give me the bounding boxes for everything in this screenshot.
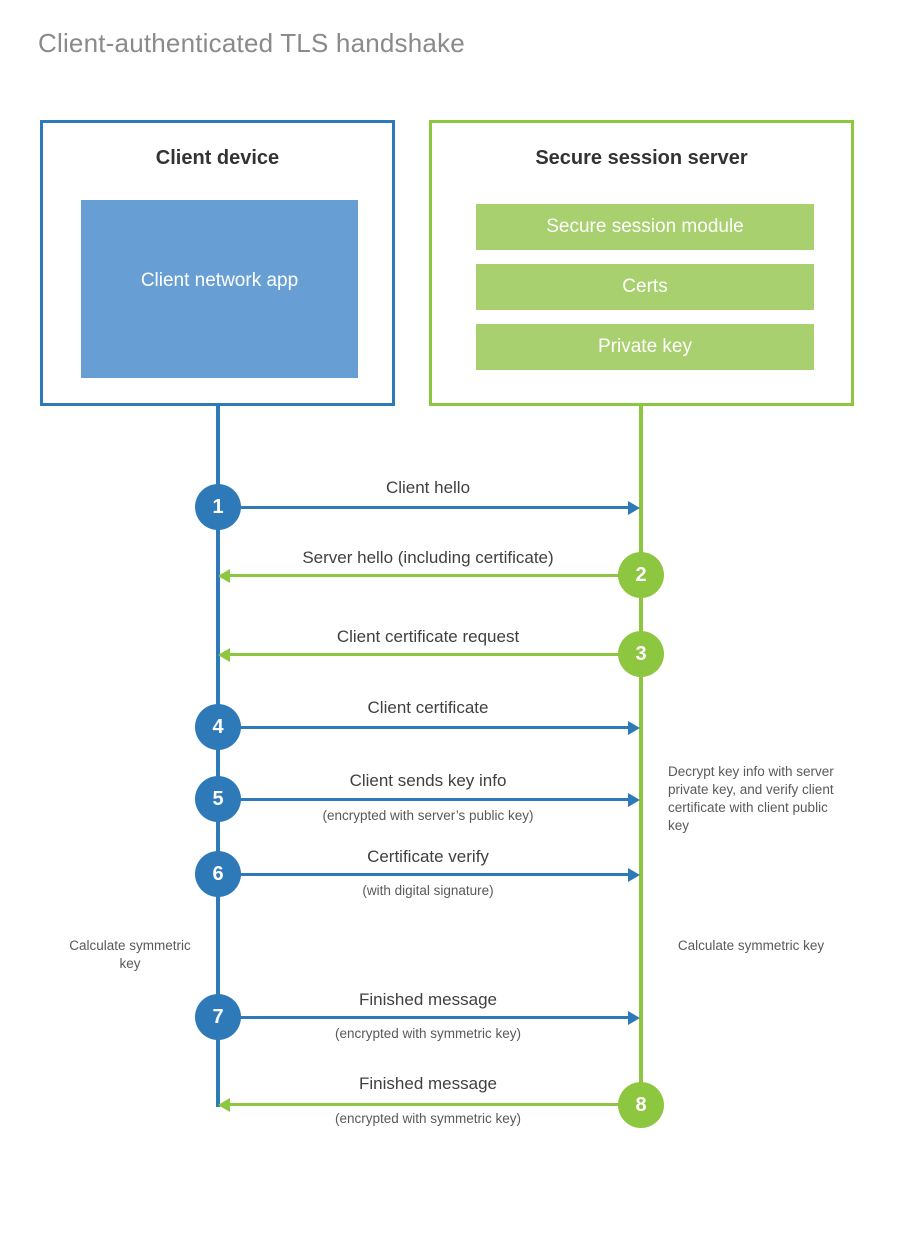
step-marker-7[interactable]: 7 <box>195 994 241 1040</box>
message-arrow-8 <box>218 1097 641 1112</box>
message-label-6: Certificate verify <box>367 847 489 866</box>
step-marker-2[interactable]: 2 <box>618 552 664 598</box>
message-label-7: Finished message <box>359 990 497 1009</box>
message-arrow-2 <box>218 568 641 583</box>
page-title: Client-authenticated TLS handshake <box>38 28 465 58</box>
client-box-title: Client device <box>155 147 280 169</box>
server-component-secure-session-module: Secure session module <box>476 204 814 250</box>
arrowhead-right-icon <box>628 867 640 882</box>
note-server-decrypt-key-info: Decrypt key info with server private key… <box>668 764 834 833</box>
arrowhead-right-icon <box>628 500 640 515</box>
message-arrow-5 <box>218 792 640 807</box>
step-marker-8[interactable]: 8 <box>618 1082 664 1128</box>
arrowhead-right-icon <box>628 792 640 807</box>
step-marker-6[interactable]: 6 <box>195 851 241 897</box>
arrowhead-left-icon <box>218 1097 230 1112</box>
message-label-4: Client certificate <box>367 698 489 717</box>
arrowhead-left-icon <box>218 568 230 583</box>
lifeline-server <box>639 403 643 1107</box>
participant-box-server: Secure session server Secure session mod… <box>429 120 854 406</box>
arrowhead-right-icon <box>628 720 640 735</box>
step-marker-3[interactable]: 3 <box>618 631 664 677</box>
server-component-private-key: Private key <box>476 324 814 370</box>
message-sublabel-6: (with digital signature) <box>362 883 494 898</box>
message-label-3: Client certificate request <box>336 627 520 646</box>
message-label-5: Client sends key info <box>349 771 507 790</box>
client-network-app-block: Client network app <box>81 200 358 378</box>
step-marker-5[interactable]: 5 <box>195 776 241 822</box>
arrowhead-right-icon <box>628 1010 640 1025</box>
note-client-calculate-symmetric-key: Calculate symmetric key <box>69 938 191 971</box>
message-label-2: Server hello (including certificate) <box>302 548 554 567</box>
message-label-8: Finished message <box>359 1074 497 1093</box>
participant-box-client: Client device Client network app <box>40 120 395 406</box>
server-box-title: Secure session server <box>535 147 748 169</box>
server-component-certs: Certs <box>476 264 814 310</box>
message-sublabel-8: (encrypted with symmetric key) <box>334 1111 522 1126</box>
message-arrow-6 <box>218 867 640 882</box>
arrowhead-left-icon <box>218 647 230 662</box>
message-arrow-4 <box>218 720 640 735</box>
message-label-1: Client hello <box>385 478 471 497</box>
message-arrow-7 <box>218 1010 640 1025</box>
message-arrow-1 <box>218 500 640 515</box>
note-server-calculate-symmetric-key: Calculate symmetric key <box>677 938 825 953</box>
step-marker-1[interactable]: 1 <box>195 484 241 530</box>
step-marker-4[interactable]: 4 <box>195 704 241 750</box>
lifeline-client <box>216 403 220 1107</box>
message-sublabel-7: (encrypted with symmetric key) <box>334 1026 522 1041</box>
message-arrow-3 <box>218 647 641 662</box>
message-sublabel-5: (encrypted with server’s public key) <box>322 808 534 823</box>
